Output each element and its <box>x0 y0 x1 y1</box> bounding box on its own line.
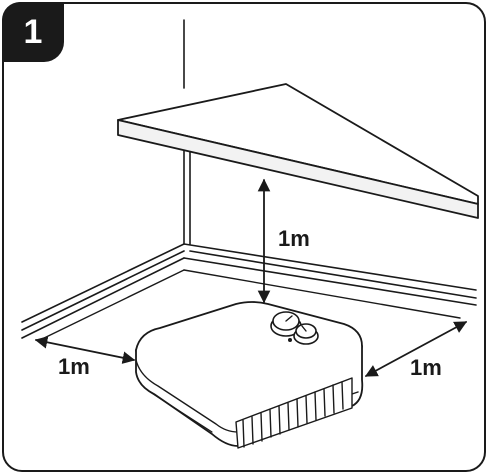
thermostat-knob <box>270 311 302 337</box>
step-badge: 1 <box>2 2 64 62</box>
shelf <box>117 83 479 219</box>
fan-heater <box>135 301 364 449</box>
left-clearance-arrow <box>34 336 136 364</box>
right-clearance-label: 1m <box>410 355 442 380</box>
back-wall-baseboard <box>183 243 477 306</box>
heater-vent-grille <box>235 377 353 449</box>
left-clearance-label: 1m <box>58 354 90 379</box>
power-knob <box>293 323 319 345</box>
vertical-clearance-label: 1m <box>278 226 310 251</box>
side-wall-baseboard <box>21 243 185 339</box>
step-number: 1 <box>23 13 43 51</box>
wall-corner <box>183 19 191 245</box>
floor-guide-lines <box>39 269 461 341</box>
heater-control-knobs <box>270 311 319 345</box>
right-clearance-arrow <box>364 321 468 377</box>
